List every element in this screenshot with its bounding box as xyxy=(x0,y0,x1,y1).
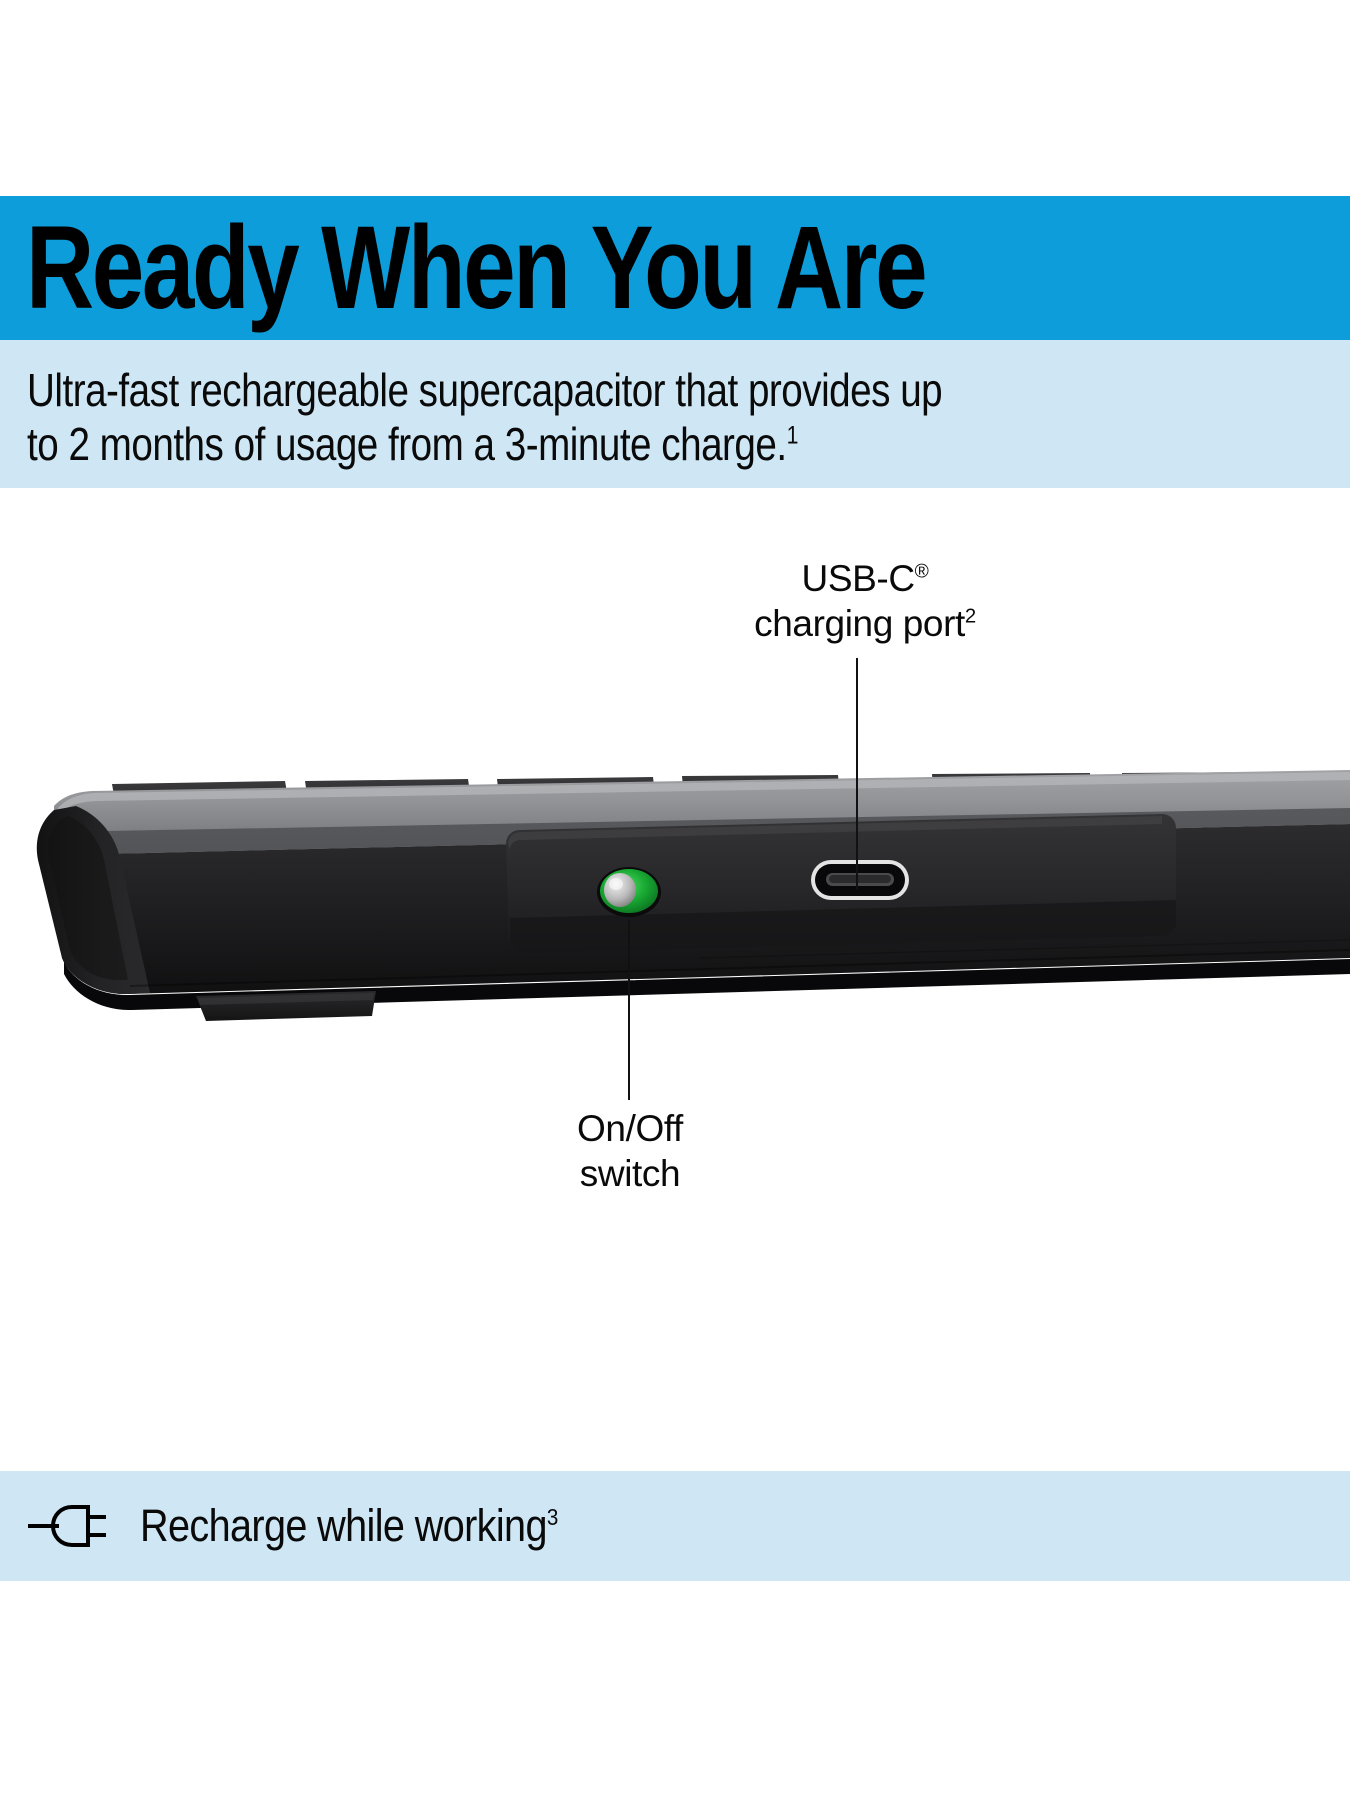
callout-onoff-line-2: switch xyxy=(579,1153,681,1195)
callout-usbc-line-2: charging port xyxy=(754,603,965,645)
subtitle-line-2: to 2 months of usage from a 3-minute cha… xyxy=(27,417,787,470)
keyboard-illustration xyxy=(0,488,1350,1288)
feature-label: Recharge while working3 xyxy=(140,1500,558,1552)
feature-footnote-marker: 3 xyxy=(546,1504,558,1530)
headline-banner: Ready When You Are xyxy=(0,196,1350,340)
power-plug-icon xyxy=(26,1498,118,1554)
subtitle-banner: Ultra-fast rechargeable supercapacitor t… xyxy=(0,340,1350,488)
feature-label-text: Recharge while working xyxy=(140,1500,547,1551)
callout-usbc-label: USB-C® charging port2 xyxy=(700,556,1030,646)
callout-usbc-line-1: USB-C xyxy=(801,558,916,599)
subtitle-text: Ultra-fast rechargeable supercapacitor t… xyxy=(27,364,1102,472)
usbc-port xyxy=(811,860,909,900)
callout-onoff-line-1: On/Off xyxy=(577,1108,683,1149)
onoff-switch-indicator xyxy=(597,867,661,917)
subtitle-line-1: Ultra-fast rechargeable supercapacitor t… xyxy=(27,364,943,416)
callout-usbc-leader-line xyxy=(856,658,858,890)
callout-onoff-leader-line xyxy=(628,920,630,1100)
page-title: Ready When You Are xyxy=(26,202,928,334)
feature-banner: Recharge while working3 xyxy=(0,1471,1350,1581)
registered-trademark-icon: ® xyxy=(914,561,929,583)
subtitle-footnote-marker: 1 xyxy=(786,421,799,450)
callout-usbc-footnote-marker: 2 xyxy=(964,605,976,628)
